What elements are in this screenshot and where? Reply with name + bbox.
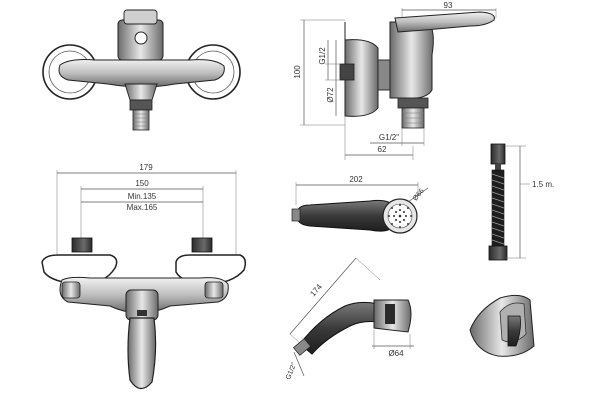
dim-g12-vertical: G1/2 xyxy=(318,47,327,65)
side-view-lever xyxy=(394,11,495,33)
side-view: 93 100 G1/2 Ø72 G1/2" 62 xyxy=(293,1,497,160)
hand-shower-handle-top xyxy=(297,199,393,232)
side-view-escutcheon xyxy=(344,39,379,117)
hose-bottom-nut xyxy=(488,245,508,261)
front-view-lever xyxy=(127,317,157,390)
dim-g12-hand-shower: G1/2" xyxy=(285,361,298,380)
hand-shower-side-view: 174 Ø64 G1/2" xyxy=(285,257,414,381)
top-view-body xyxy=(58,59,225,88)
dim-174: 174 xyxy=(308,282,324,298)
top-view xyxy=(42,9,241,131)
side-view-inlet-thread xyxy=(339,63,355,81)
hose: 1.5 m. xyxy=(488,143,554,261)
hand-shower-top-view: 202 Ø66 xyxy=(291,175,429,234)
front-view-right-inlet xyxy=(191,237,213,253)
hose-length-label: 1.5 m. xyxy=(532,180,554,189)
dim-179: 179 xyxy=(139,163,153,172)
top-view-outlet xyxy=(129,99,153,111)
wall-bracket-holder xyxy=(507,315,521,347)
dim-g12-horizontal: G1/2" xyxy=(379,133,399,142)
dim-150: 150 xyxy=(135,179,149,188)
wall-bracket xyxy=(469,294,535,357)
dim-100: 100 xyxy=(293,65,302,79)
dim-93: 93 xyxy=(444,1,453,10)
hose-top-nut xyxy=(490,143,506,165)
side-view-body xyxy=(389,21,434,99)
dim-diam-66: Ø66 xyxy=(412,188,426,203)
front-view-left-inlet xyxy=(71,237,93,253)
dim-diam-64: Ø64 xyxy=(388,349,404,358)
front-view: 179 150 Min.135 Max.165 xyxy=(41,163,247,390)
dim-202: 202 xyxy=(349,175,363,184)
hand-shower-handle-side xyxy=(299,301,381,355)
dim-62: 62 xyxy=(378,145,387,154)
dim-diam-72: Ø72 xyxy=(326,87,335,103)
dim-max-165: Max.165 xyxy=(127,203,158,212)
dim-min-135: Min.135 xyxy=(128,192,157,201)
